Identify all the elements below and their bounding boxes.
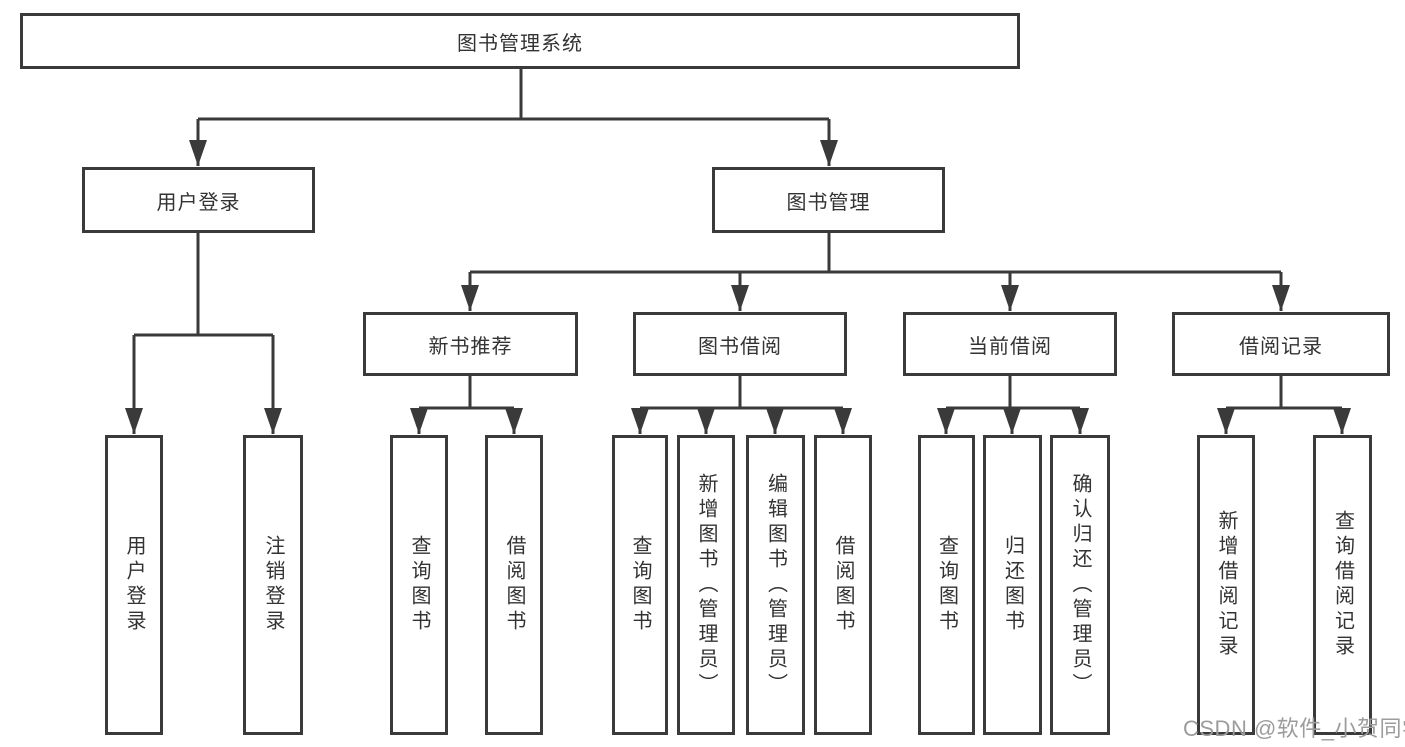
leaf-borrow-books: 借阅图书 [814,435,872,735]
node-borrow-records: 借阅记录 [1172,312,1390,376]
node-book-management-label: 图书管理 [786,191,871,214]
arrowhead-down-icon [505,408,523,434]
node-book-management: 图书管理 [712,167,945,233]
node-new-book-recommend-label: 新书推荐 [428,335,513,358]
leaf-return-books: 归还图书 [983,435,1042,735]
arrowhead-down-icon [697,408,715,434]
leaf-return-books-label: 归还图书 [1001,535,1024,635]
arrowhead-down-icon [125,408,143,434]
leaf-edit-books-admin-label: 编辑图书（管理员） [764,472,787,698]
arrowhead-down-icon [820,140,838,166]
node-current-borrow: 当前借阅 [903,312,1117,376]
leaf-borrow-books-label: 借阅图书 [832,535,854,635]
arrowhead-down-icon [1272,285,1290,311]
arrowhead-down-icon [461,285,479,311]
leaf-borrow-books-recommend-label: 借阅图书 [503,535,525,635]
leaf-query-books-current-label: 查询图书 [935,535,958,635]
arrowhead-down-icon [834,408,852,434]
arrowhead-down-icon [631,408,649,434]
leaf-query-borrow-record: 查询借阅记录 [1313,435,1372,735]
arrowhead-down-icon [1333,408,1351,434]
node-book-borrow-label: 图书借阅 [698,335,782,358]
node-book-borrow: 图书借阅 [633,312,847,376]
arrowhead-down-icon [1071,408,1089,434]
leaf-confirm-return-admin-label: 确认归还（管理员） [1069,472,1091,698]
node-root-label: 图书管理系统 [457,32,583,55]
leaf-query-books-borrow-label: 查询图书 [629,535,651,635]
leaf-add-books-admin: 新增图书（管理员） [677,435,735,735]
leaf-add-borrow-record-label: 新增借阅记录 [1215,510,1237,660]
leaf-query-books-borrow: 查询图书 [612,435,668,735]
node-borrow-records-label: 借阅记录 [1239,335,1323,358]
arrowhead-down-icon [731,285,749,311]
leaf-edit-books-admin: 编辑图书（管理员） [746,435,805,735]
arrowhead-down-icon [264,408,282,434]
leaf-query-books-recommend-label: 查询图书 [408,535,430,635]
leaf-logout: 注销登录 [243,435,303,735]
leaf-query-books-current: 查询图书 [918,435,975,735]
arrowhead-down-icon [766,408,784,434]
arrowhead-down-icon [937,408,955,434]
node-user-login: 用户登录 [82,167,315,233]
node-current-borrow-label: 当前借阅 [968,335,1052,358]
node-user-login-label: 用户登录 [156,191,241,214]
leaf-user-login-label: 用户登录 [123,535,145,635]
arrowhead-down-icon [1001,285,1019,311]
arrowhead-down-icon [1003,408,1021,434]
arrowhead-down-icon [189,140,207,166]
csdn-watermark: CSDN @软件_小贺同学 [1183,716,1405,741]
node-root: 图书管理系统 [20,13,1020,69]
arrowhead-down-icon [1217,408,1235,434]
leaf-confirm-return-admin: 确认归还（管理员） [1050,435,1110,735]
node-new-book-recommend: 新书推荐 [363,312,578,376]
leaf-borrow-books-recommend: 借阅图书 [485,435,543,735]
leaf-user-login: 用户登录 [105,435,163,735]
leaf-add-books-admin-label: 新增图书（管理员） [695,472,717,698]
leaf-add-borrow-record: 新增借阅记录 [1197,435,1255,735]
leaf-query-books-recommend: 查询图书 [390,435,448,735]
leaf-query-borrow-record-label: 查询借阅记录 [1331,510,1354,660]
arrowhead-down-icon [410,408,428,434]
leaf-logout-label: 注销登录 [262,535,284,635]
